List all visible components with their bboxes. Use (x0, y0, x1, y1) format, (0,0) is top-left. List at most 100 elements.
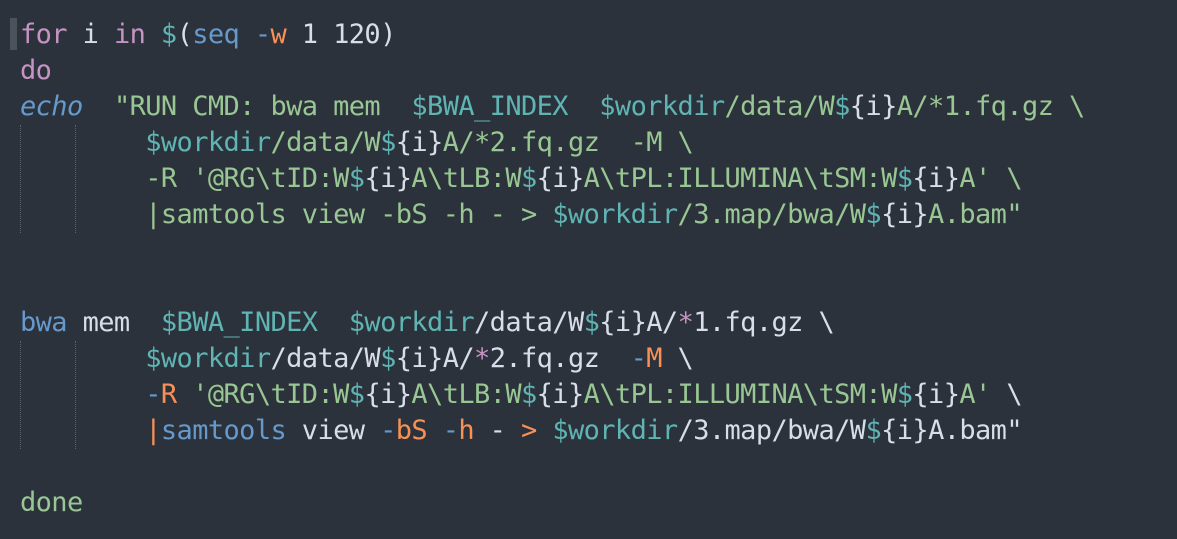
code-token: {i} (599, 307, 647, 338)
code-token: {i} (395, 343, 444, 374)
code-token: $ (896, 163, 913, 194)
code-token: view (286, 415, 381, 446)
code-line[interactable] (20, 233, 1085, 269)
code-line[interactable]: do (20, 53, 1085, 89)
code-token: A/ (442, 343, 475, 374)
code-line[interactable]: |samtools view -bS -h - > $workdir/3.map… (20, 413, 1085, 449)
code-token (317, 307, 348, 338)
code-token: do (20, 55, 52, 86)
code-token: - (442, 415, 459, 446)
code-token: | (145, 415, 161, 446)
code-token (83, 91, 114, 122)
code-line[interactable]: for i in $(seq -w 1 120) (20, 17, 1085, 53)
code-token: for (20, 19, 68, 50)
code-token: M (646, 343, 662, 374)
code-line[interactable]: done (20, 485, 1085, 521)
code-token: $BWA_INDEX (411, 91, 568, 122)
code-token: {i} (881, 415, 929, 446)
code-token: A\tPL:ILLUMINA\tSM:W (583, 163, 898, 194)
code-token: - (474, 415, 521, 446)
code-token (20, 415, 145, 446)
code-token: 1 120) (286, 19, 397, 50)
code-line[interactable]: |samtools view -bS -h - > $workdir/3.map… (20, 197, 1085, 233)
code-token: {i} (912, 163, 960, 194)
code-token: $workdir (599, 91, 725, 122)
code-token: "RUN CMD: bwa mem (113, 91, 412, 122)
code-token: $ (380, 127, 396, 158)
code-line[interactable] (20, 269, 1085, 305)
code-token: {i} (395, 127, 444, 158)
code-token: in (113, 19, 146, 50)
code-token: $workdir (145, 343, 271, 374)
code-token: bwa (20, 307, 68, 338)
code-token: {i} (849, 91, 898, 122)
code-token: /data/W (270, 127, 381, 158)
code-token: /data/W (270, 343, 381, 374)
code-token: $ (834, 91, 850, 122)
code-token: - (380, 415, 396, 446)
code-token: \ (661, 343, 694, 374)
code-token: -R '@RG\tID:W (145, 163, 349, 194)
code-line[interactable]: echo "RUN CMD: bwa mem $BWA_INDEX $workd… (20, 89, 1085, 125)
code-token: {i} (364, 379, 412, 410)
code-token: $workdir (348, 307, 475, 338)
code-token: A' \ (959, 163, 1022, 194)
code-token: {i} (881, 199, 929, 230)
code-token: $ (160, 19, 177, 50)
code-token: {i} (912, 379, 960, 410)
code-token: /data/W (474, 307, 584, 338)
indent-guide (75, 125, 76, 233)
code-token: {i} (536, 163, 585, 194)
code-token: w (270, 19, 287, 50)
code-token (20, 343, 145, 374)
code-token: - (145, 379, 161, 410)
code-line[interactable]: bwa mem $BWA_INDEX $workdir/data/W${i}A/… (20, 305, 1085, 341)
code-token: A.bam" (928, 415, 1023, 446)
code-token: $workdir (552, 415, 678, 446)
code-token (239, 19, 255, 50)
code-token: $ (583, 307, 600, 338)
code-line[interactable]: $workdir/data/W${i}A/*2.fq.gz -M \ (20, 125, 1085, 161)
code-token: 1.fq.gz \ (693, 307, 835, 338)
code-token: $ (865, 199, 882, 230)
code-token: $ (896, 379, 913, 410)
code-token: A.bam" (928, 199, 1023, 230)
code-token (568, 91, 599, 122)
code-token: A\tLB:W (411, 163, 521, 194)
code-token: h (458, 415, 475, 446)
code-token (427, 415, 443, 446)
code-token: seq (192, 19, 240, 50)
code-token: $ (380, 343, 396, 374)
code-token: A\tPL:ILLUMINA\tSM:W (583, 379, 898, 410)
code-token: * (677, 307, 694, 338)
code-token: \ (990, 379, 1022, 410)
indent-guide (20, 341, 21, 449)
code-token: - (630, 343, 647, 374)
code-line[interactable]: -R '@RG\tID:W${i}A\tLB:W${i}A\tPL:ILLUMI… (20, 377, 1085, 413)
code-token: $workdir (145, 127, 271, 158)
code-token: {i} (364, 163, 412, 194)
code-token (20, 199, 145, 230)
code-token: |samtools view -bS -h - > (145, 199, 553, 230)
code-token (145, 19, 161, 50)
code-line[interactable]: -R '@RG\tID:W${i}A\tLB:W${i}A\tPL:ILLUMI… (20, 161, 1085, 197)
code-token: * (474, 343, 490, 374)
code-token: $workdir (552, 199, 678, 230)
code-token: '@RG\tID:W (176, 379, 349, 410)
code-line[interactable] (20, 449, 1085, 485)
code-token: > (521, 415, 537, 446)
code-token: 2.fq.gz (489, 343, 631, 374)
code-line[interactable]: $workdir/data/W${i}A/*2.fq.gz -M \ (20, 341, 1085, 377)
indent-guide (20, 125, 21, 233)
code-token: $ (348, 379, 365, 410)
code-token: A/ (646, 307, 678, 338)
code-token: {i} (536, 379, 585, 410)
code-token: done (20, 487, 83, 518)
code-token (20, 163, 145, 194)
code-token: samtools (160, 415, 287, 446)
code-token: A' (959, 379, 991, 410)
code-token: echo (20, 91, 83, 122)
code-token: /3.map/bwa/W (677, 199, 866, 230)
code-token: $BWA_INDEX (160, 307, 318, 338)
